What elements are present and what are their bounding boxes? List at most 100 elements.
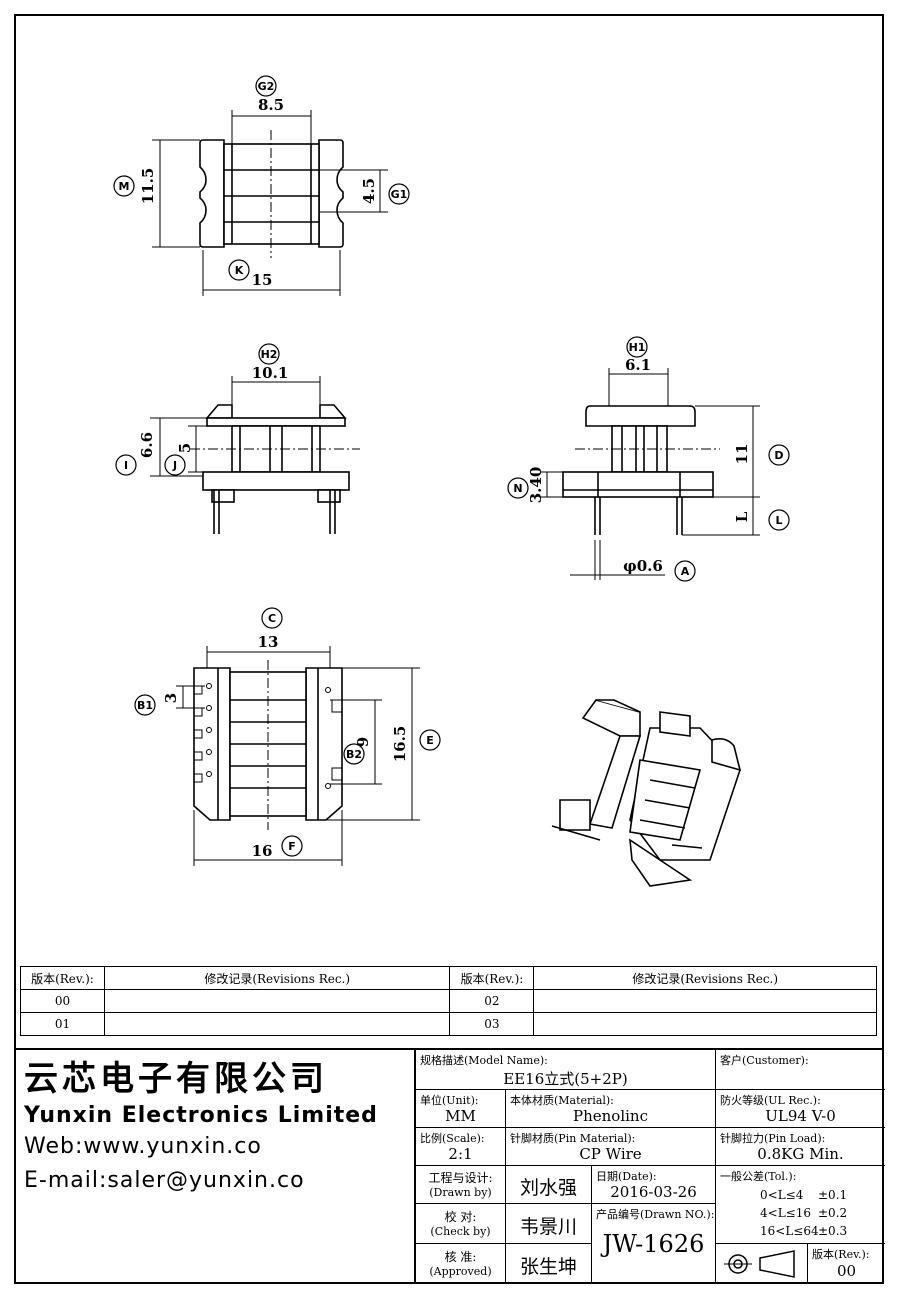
dim-top-slot: 4.5	[360, 178, 378, 204]
scale-value: 2:1	[448, 1145, 473, 1163]
label-M: M	[119, 180, 130, 193]
bottom-view-labels: C 13 B1 3 B2 9 E 16.5 16 F	[134, 607, 441, 860]
drawn-label-en: (Drawn by)	[429, 1186, 492, 1199]
dim-top-width: 8.5	[258, 96, 284, 114]
company-web: Web:www.yunxin.co	[24, 1134, 262, 1159]
title-block: 云芯电子有限公司 Yunxin Electronics Limited Web:…	[16, 1048, 885, 1284]
company-info: 云芯电子有限公司 Yunxin Electronics Limited Web:…	[24, 1056, 404, 1198]
projection-symbol-icon	[724, 1250, 795, 1278]
model-cell: 规格描述(Model Name): EE16立式(5+2P)	[416, 1050, 716, 1090]
label-N: N	[513, 482, 522, 495]
tolerance-cell: 一般公差(Tol.): 0<L≤4±0.1 4<L≤16 ±0.2 16<L≤64…	[716, 1166, 885, 1244]
dim-side-height: 11	[733, 444, 751, 465]
revision-header-row: 版本(Rev.): 修改记录(Revisions Rec.) 版本(Rev.):…	[20, 966, 877, 990]
drawn-no-value: JW-1626	[602, 1230, 705, 1258]
front-view-labels: H2 10.1 I 6.6 J 5	[115, 343, 288, 476]
table-row: 01 03	[20, 1012, 877, 1036]
label-C: C	[268, 612, 276, 625]
drawn-label: 工程与设计:	[428, 1171, 493, 1185]
top-view-labels: G2 8.5 M 11.5 G1 4.5 K 15	[113, 75, 410, 289]
label-L: L	[775, 514, 782, 527]
dim-side-width: 6.1	[625, 356, 651, 374]
model-value: EE16立式(5+2P)	[503, 1070, 628, 1088]
company-name-cn: 云芯电子有限公司	[24, 1059, 328, 1099]
pin-material-value: CP Wire	[579, 1145, 642, 1163]
rec-cell	[533, 1012, 877, 1036]
dim-bottom-overall: 16	[252, 842, 273, 860]
table-row: 00 02	[20, 989, 877, 1013]
rev-cell: 01	[20, 1012, 105, 1036]
label-H1: H1	[629, 341, 646, 354]
label-E: E	[426, 734, 434, 747]
company-name-en: Yunxin Electronics Limited	[24, 1103, 378, 1128]
pin-load-label: 针脚拉力(Pin Load):	[720, 1132, 826, 1145]
side-view-labels: H1 6.1 D 11 N 3.40 L L φ0.6 A	[507, 336, 790, 582]
material-label: 本体材质(Material):	[510, 1094, 614, 1107]
dim-side-pin-length: L	[733, 511, 751, 522]
material-value: Phenolinc	[573, 1107, 648, 1125]
date-cell: 日期(Date): 2016-03-26	[592, 1166, 716, 1204]
approved-value: 张生坤	[519, 1256, 577, 1278]
check-value: 韦景川	[519, 1216, 577, 1238]
check-label-cell: 校 对: (Check by)	[416, 1204, 506, 1244]
rev-value: 00	[836, 1262, 857, 1280]
tol-row: 16<L≤64±0.3	[760, 1222, 847, 1240]
top-view	[152, 110, 388, 296]
tol-value: ±0.3	[818, 1224, 848, 1238]
dim-front-core: 5	[176, 443, 194, 453]
label-F: F	[288, 840, 296, 853]
customer-label: 客户(Customer):	[720, 1054, 809, 1067]
label-J: J	[172, 459, 177, 472]
tol-label: 一般公差(Tol.):	[720, 1170, 797, 1183]
rec-cell	[533, 989, 877, 1013]
rev-cell-block: 版本(Rev.): 00	[808, 1244, 885, 1284]
dim-top-overall: 15	[252, 271, 273, 289]
tol-row: 0<L≤4±0.1	[760, 1186, 847, 1204]
scale-label: 比例(Scale):	[420, 1132, 485, 1145]
approved-label-en: (Approved)	[429, 1265, 492, 1278]
rev-header-a: 版本(Rev.):	[20, 966, 105, 990]
projection-symbol-cell	[716, 1244, 808, 1284]
rec-header-a: 修改记录(Revisions Rec.)	[103, 966, 451, 990]
tol-table: 0<L≤4±0.1 4<L≤16 ±0.2 16<L≤64±0.3	[760, 1186, 847, 1240]
rec-cell	[103, 1012, 451, 1036]
rev-cell: 02	[449, 989, 535, 1013]
tol-value: ±0.1	[818, 1188, 848, 1202]
dim-bottom-height: 16.5	[391, 726, 409, 763]
tol-value: ±0.2	[818, 1206, 848, 1220]
label-I: I	[124, 459, 128, 472]
dim-side-base: 3.40	[527, 467, 545, 504]
tol-range: 16<L≤64	[760, 1224, 819, 1238]
rev-header-b: 版本(Rev.):	[449, 966, 535, 990]
isometric-view	[551, 699, 742, 887]
approved-label-cell: 核 准: (Approved)	[416, 1244, 506, 1284]
company-email: E-mail:saler@yunxin.co	[24, 1168, 305, 1193]
tol-range: 4<L≤16	[760, 1206, 811, 1220]
check-label-en: (Check by)	[430, 1225, 491, 1238]
dim-pin-span: 9	[354, 737, 372, 747]
label-K: K	[235, 264, 244, 277]
material-cell: 本体材质(Material): Phenolinc	[506, 1090, 716, 1128]
dim-bottom-inner: 13	[258, 633, 279, 651]
pin-load-value: 0.8KG Min.	[757, 1145, 844, 1163]
ul-label: 防火等级(UL Rec.):	[720, 1094, 821, 1107]
rev-cell: 03	[449, 1012, 535, 1036]
label-D: D	[774, 449, 783, 462]
ul-cell: 防火等级(UL Rec.): UL94 V-0	[716, 1090, 885, 1128]
revision-table: 版本(Rev.): 修改记录(Revisions Rec.) 版本(Rev.):…	[20, 966, 877, 1036]
approved-value-cell: 张生坤	[506, 1244, 592, 1284]
label-H2: H2	[261, 348, 278, 361]
drawn-no-cell: 产品编号(Drawn NO.): JW-1626	[592, 1204, 716, 1284]
label-B2: B2	[346, 748, 362, 761]
drawing-views: G2 8.5 M 11.5 G1 4.5 K 15	[113, 75, 790, 887]
dim-top-height: 11.5	[139, 168, 157, 205]
bottom-view	[176, 646, 420, 866]
front-view	[150, 376, 360, 534]
dim-pin-diameter: φ0.6	[623, 557, 663, 575]
title-grid: 规格描述(Model Name): EE16立式(5+2P) 客户(Custom…	[414, 1050, 885, 1284]
approved-label: 核 准:	[444, 1250, 477, 1264]
rec-cell	[103, 989, 451, 1013]
label-G1: G1	[391, 188, 408, 201]
dim-pin-pitch: 3	[162, 693, 180, 703]
drawn-value-cell: 刘水强	[506, 1166, 592, 1204]
